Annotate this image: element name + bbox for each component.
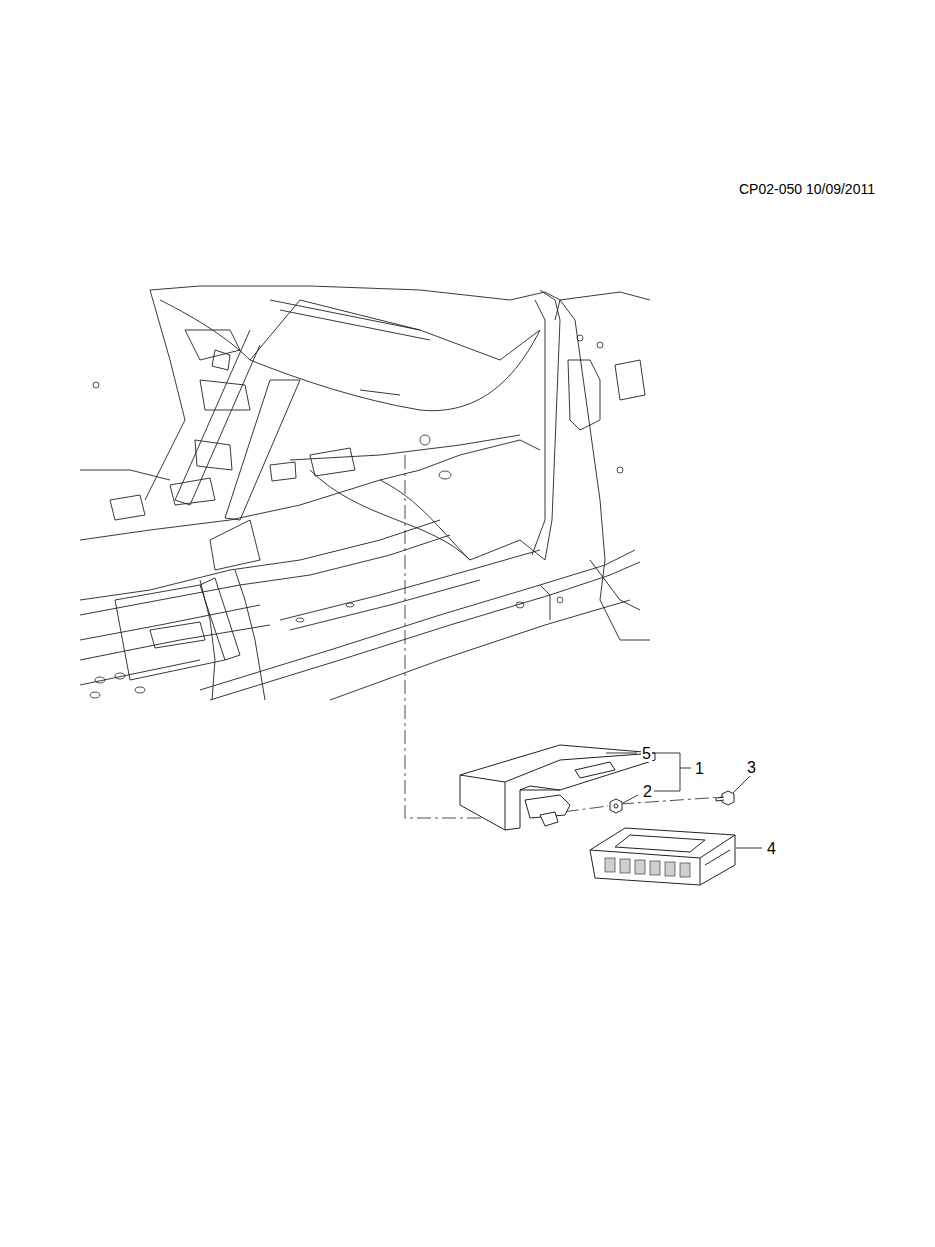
module-bracket <box>460 745 655 830</box>
callout-number: 3 <box>746 760 757 776</box>
vehicle-floor <box>80 286 650 700</box>
drawing-number: CP02-050 10/09/2011 <box>738 182 876 196</box>
leader-lines <box>606 753 762 848</box>
callout-number: 1 <box>694 761 705 777</box>
callout-number: 5 <box>641 746 652 762</box>
callout-number: 4 <box>766 841 777 857</box>
callout-number: 2 <box>642 784 653 800</box>
nut <box>610 799 622 813</box>
control-module <box>590 828 735 885</box>
bolt <box>716 791 734 805</box>
